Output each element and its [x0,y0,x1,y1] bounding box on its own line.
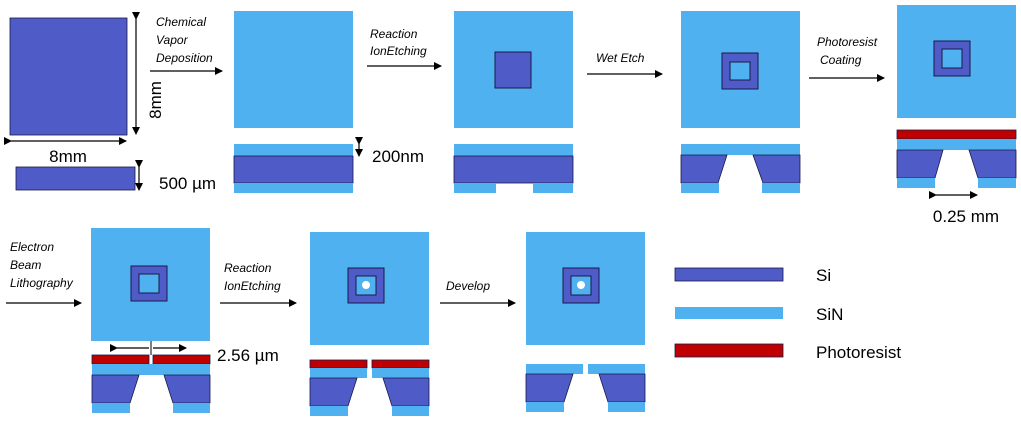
sin-bottom-right [533,183,573,193]
si-left-support [309,377,358,407]
sin-bottom-right [173,403,210,413]
sin-bottom-left [310,406,348,416]
step-label-line: IonEtching [370,44,427,58]
step-label-line: Photoresist [817,35,878,49]
step-develop: Develop [440,279,516,307]
stage-3-after-rie [453,11,574,193]
si-right-support [752,154,801,184]
step-label-line: Beam [10,258,41,272]
si-right-support [598,373,646,403]
si-left-support [525,373,574,403]
sin-layer-bottom [234,183,353,193]
step-label-line: Reaction [370,27,418,41]
step-label-line: Develop [446,279,490,293]
sin-thickness-label: 200nm [372,147,424,166]
sin-bottom-right [392,406,429,416]
si-left-support [896,149,944,179]
photoresist-right [152,354,211,365]
legend-label-si: Si [816,266,831,285]
photoresist-right [371,359,430,369]
stage-4-after-wet-etch [680,11,801,193]
stage-5-after-photoresist-coating: 0.25 mm [896,5,1017,226]
stage-1-substrate: 8mm 8mm 500 µm [4,12,216,193]
photoresist-left [309,359,368,369]
height-label: 8mm [146,81,165,119]
width-label: 8mm [49,147,87,166]
step-label-line: Wet Etch [596,51,645,65]
step-label-line: Deposition [156,51,213,65]
step-chemical-vapor-deposition: Chemical Vapor Deposition [150,15,223,75]
si-wafer-top-view [9,17,128,136]
stage-8-final-nanopore [525,232,646,412]
sin-bottom-left [454,183,496,193]
membrane-window [138,273,160,294]
si-right-support [163,374,211,404]
stage-2-after-cvd: 200nm [233,11,424,193]
thickness-label: 500 µm [159,174,216,193]
photoresist-left [91,354,150,365]
sin-layer-top [454,144,573,156]
sin-membrane [897,139,1016,150]
si-layer [233,155,354,184]
si-right-support [968,149,1017,179]
sin-bottom-right [608,402,645,412]
step-electron-beam-lithography: Electron Beam Lithography [6,240,82,307]
sin-membrane-right [372,368,429,378]
step-label-line: IonEtching [224,279,281,293]
step-label-line: Lithography [10,276,74,290]
stage-7-after-rie [309,232,430,416]
photoresist-layer [896,129,1017,140]
nanopore [577,281,585,289]
step-label-line: Reaction [224,261,272,275]
sin-bottom-left [92,403,130,413]
membrane-window [729,61,751,81]
step-wet-etch: Wet Etch [587,51,663,78]
gap-label: 2.56 µm [217,346,279,365]
legend-swatch-si [674,267,784,282]
step-reaction-ion-etching-1: Reaction IonEtching [367,27,442,70]
window-label: 0.25 mm [933,207,999,226]
stage-6-after-ebl: 2.56 µm [91,228,279,413]
sin-layer-top [234,144,353,156]
step-label-line: Coating [820,53,862,67]
si-right-support [382,377,430,407]
nanopore [362,281,370,289]
sin-bottom-left [526,402,564,412]
membrane-window [941,48,963,69]
sin-top-view [234,11,353,128]
step-label-line: Vapor [156,33,189,47]
step-reaction-ion-etching-2: Reaction IonEtching [220,261,297,307]
sin-membrane [681,144,800,155]
legend-label-photoresist: Photoresist [816,343,901,362]
si-wafer-side-view [15,166,136,191]
legend-swatch-sin [675,307,783,319]
legend-swatch-photoresist [674,343,784,358]
step-label-line: Electron [10,240,54,254]
sin-membrane-left [310,368,367,378]
sin-bottom-right [978,178,1016,188]
sin-bottom-left [681,183,719,193]
sin-bottom-right [762,183,800,193]
si-left-support [91,374,140,404]
step-label-line: Chemical [156,15,206,29]
sin-membrane [92,364,210,375]
legend-label-sin: SiN [816,305,843,324]
legend: Si SiN Photoresist [674,266,901,362]
step-photoresist-coating: Photoresist Coating [809,35,885,82]
etched-window [494,51,532,89]
sin-bottom-left [897,178,935,188]
sin-membrane-left [526,364,583,374]
sin-membrane-right [588,364,645,374]
si-left-support [680,154,728,184]
si-layer [453,155,574,184]
